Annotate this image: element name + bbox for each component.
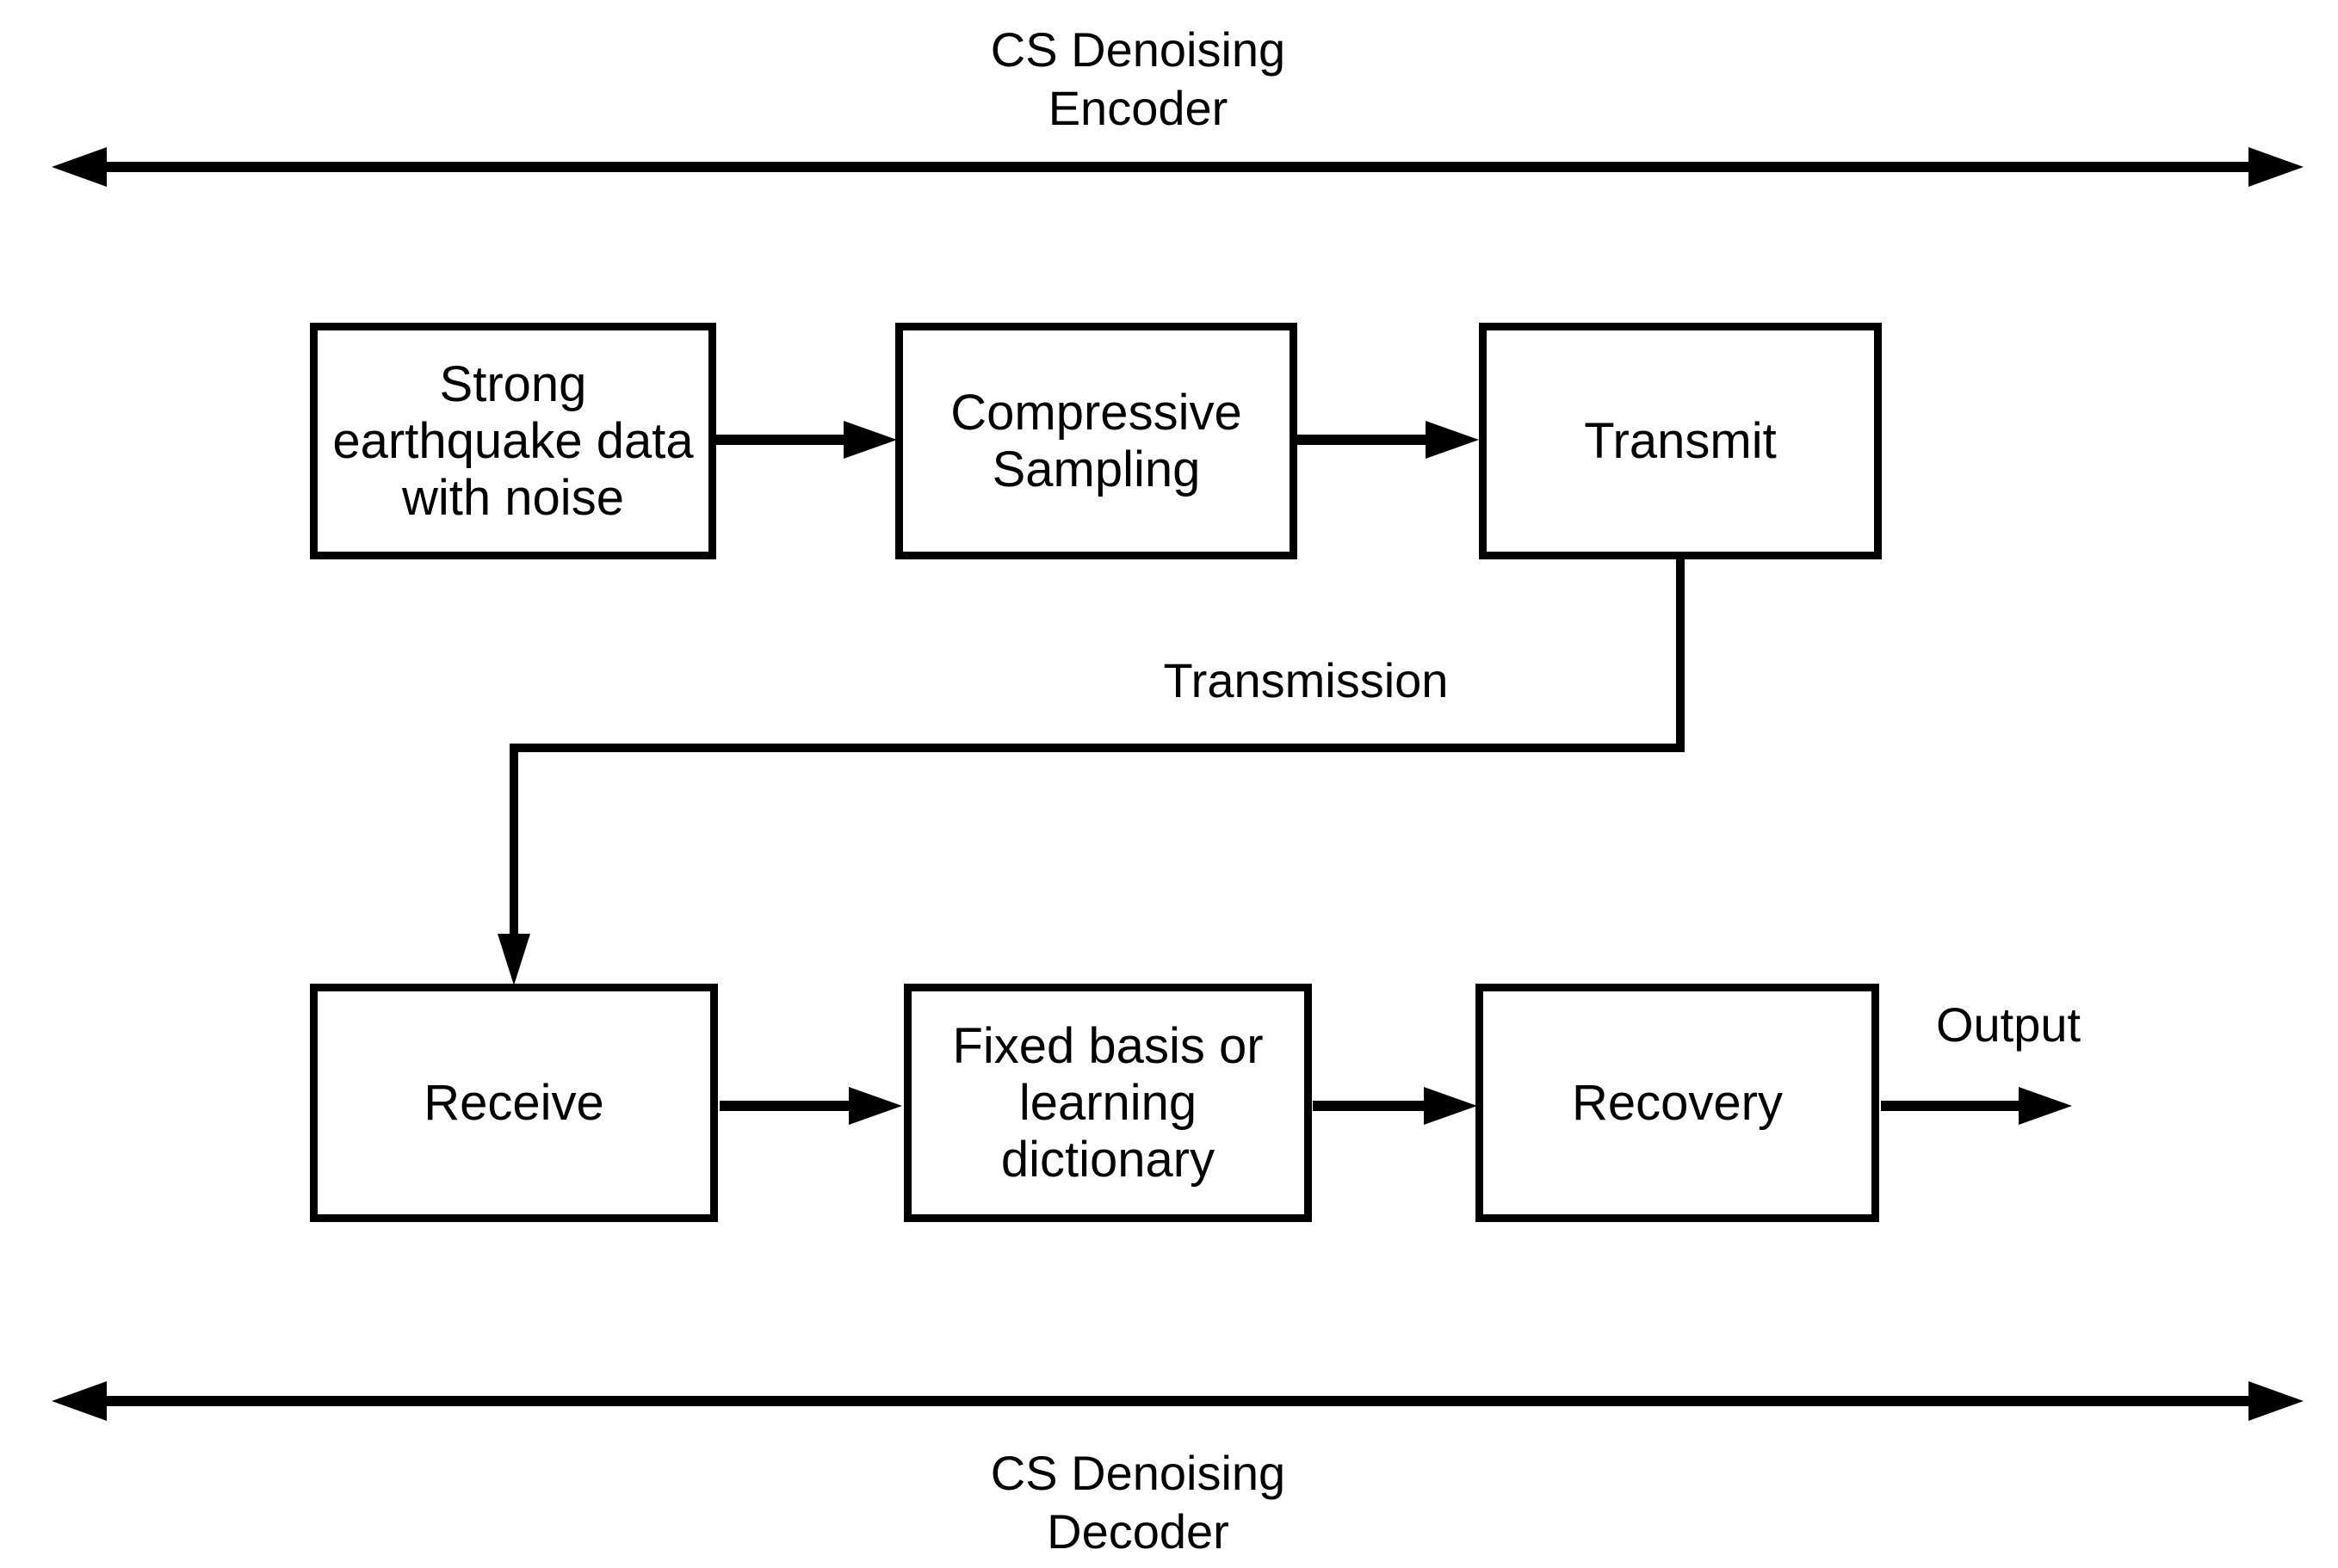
encoder-title: CS Denoising Encoder <box>990 22 1286 135</box>
arrowhead-right-icon <box>2248 1381 2304 1421</box>
arrow-sampling-to-transmit <box>1297 421 1479 459</box>
arrow-dictionary-to-recovery <box>1313 1087 1477 1125</box>
arrowhead-down-icon <box>498 934 530 985</box>
encoder-span-arrow <box>52 147 2304 187</box>
box-label: Compressive Sampling <box>950 384 1242 497</box>
box-label: Strong earthquake data with noise <box>332 355 694 526</box>
arrowhead-icon <box>849 1087 902 1125</box>
arrowhead-right-icon <box>2248 147 2304 187</box>
box-label: Transmit <box>1584 412 1777 469</box>
box-transmit: Transmit <box>1479 323 1882 559</box>
arrow-recovery-to-output <box>1881 1087 2072 1125</box>
decoder-span-arrow <box>52 1381 2304 1421</box>
box-fixed-basis-dictionary: Fixed basis or learning dictionary <box>904 984 1312 1222</box>
box-strong-earthquake-data: Strong earthquake data with noise <box>310 323 716 559</box>
arrowhead-icon <box>844 421 897 459</box>
box-label: Fixed basis or learning dictionary <box>952 1017 1264 1188</box>
box-compressive-sampling: Compressive Sampling <box>895 323 1297 559</box>
arrowhead-icon <box>2019 1087 2072 1125</box>
arrowhead-left-icon <box>52 147 107 187</box>
transmission-connector <box>498 559 1685 985</box>
box-label: Receive <box>424 1074 604 1131</box>
arrow-receive-to-dictionary <box>720 1087 902 1125</box>
transmission-label: Transmission <box>1163 653 1449 707</box>
box-recovery: Recovery <box>1475 984 1879 1222</box>
decoder-title: CS Denoising Decoder <box>990 1446 1286 1559</box>
box-receive: Receive <box>310 984 718 1222</box>
output-label: Output <box>1935 997 2081 1052</box>
arrowhead-left-icon <box>52 1381 107 1421</box>
arrow-data-to-sampling <box>716 421 897 459</box>
box-label: Recovery <box>1572 1074 1783 1131</box>
arrowhead-icon <box>1424 1087 1477 1125</box>
arrowhead-icon <box>1426 421 1479 459</box>
